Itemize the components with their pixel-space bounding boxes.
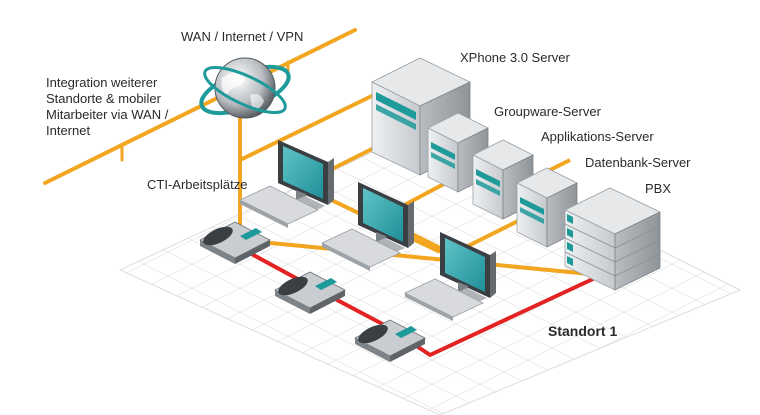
keyboard-icon xyxy=(404,278,484,321)
globe-icon xyxy=(199,57,291,119)
wan-label: WAN / Internet / VPN xyxy=(181,29,304,44)
cti-label: CTI-Arbeitsplätze xyxy=(147,177,248,192)
standort-label: Standort 1 xyxy=(548,323,618,339)
integration-label: Integration weiterer Standorte & mobiler… xyxy=(46,75,169,138)
server-icon xyxy=(564,187,661,291)
server-icon xyxy=(427,112,489,193)
applikations-server-label: Applikations-Server xyxy=(541,129,654,144)
phone-icon xyxy=(199,221,271,264)
pbx-label: PBX xyxy=(645,181,672,196)
phone-icon xyxy=(354,319,426,362)
keyboard-icon xyxy=(239,185,319,228)
datenbank-server-label: Datenbank-Server xyxy=(585,155,691,170)
phone-icon xyxy=(274,271,346,314)
xphone-server-label: XPhone 3.0 Server xyxy=(460,50,570,65)
groupware-server-label: Groupware-Server xyxy=(494,104,601,119)
keyboard-icon xyxy=(321,228,401,271)
server-icon xyxy=(516,167,578,248)
